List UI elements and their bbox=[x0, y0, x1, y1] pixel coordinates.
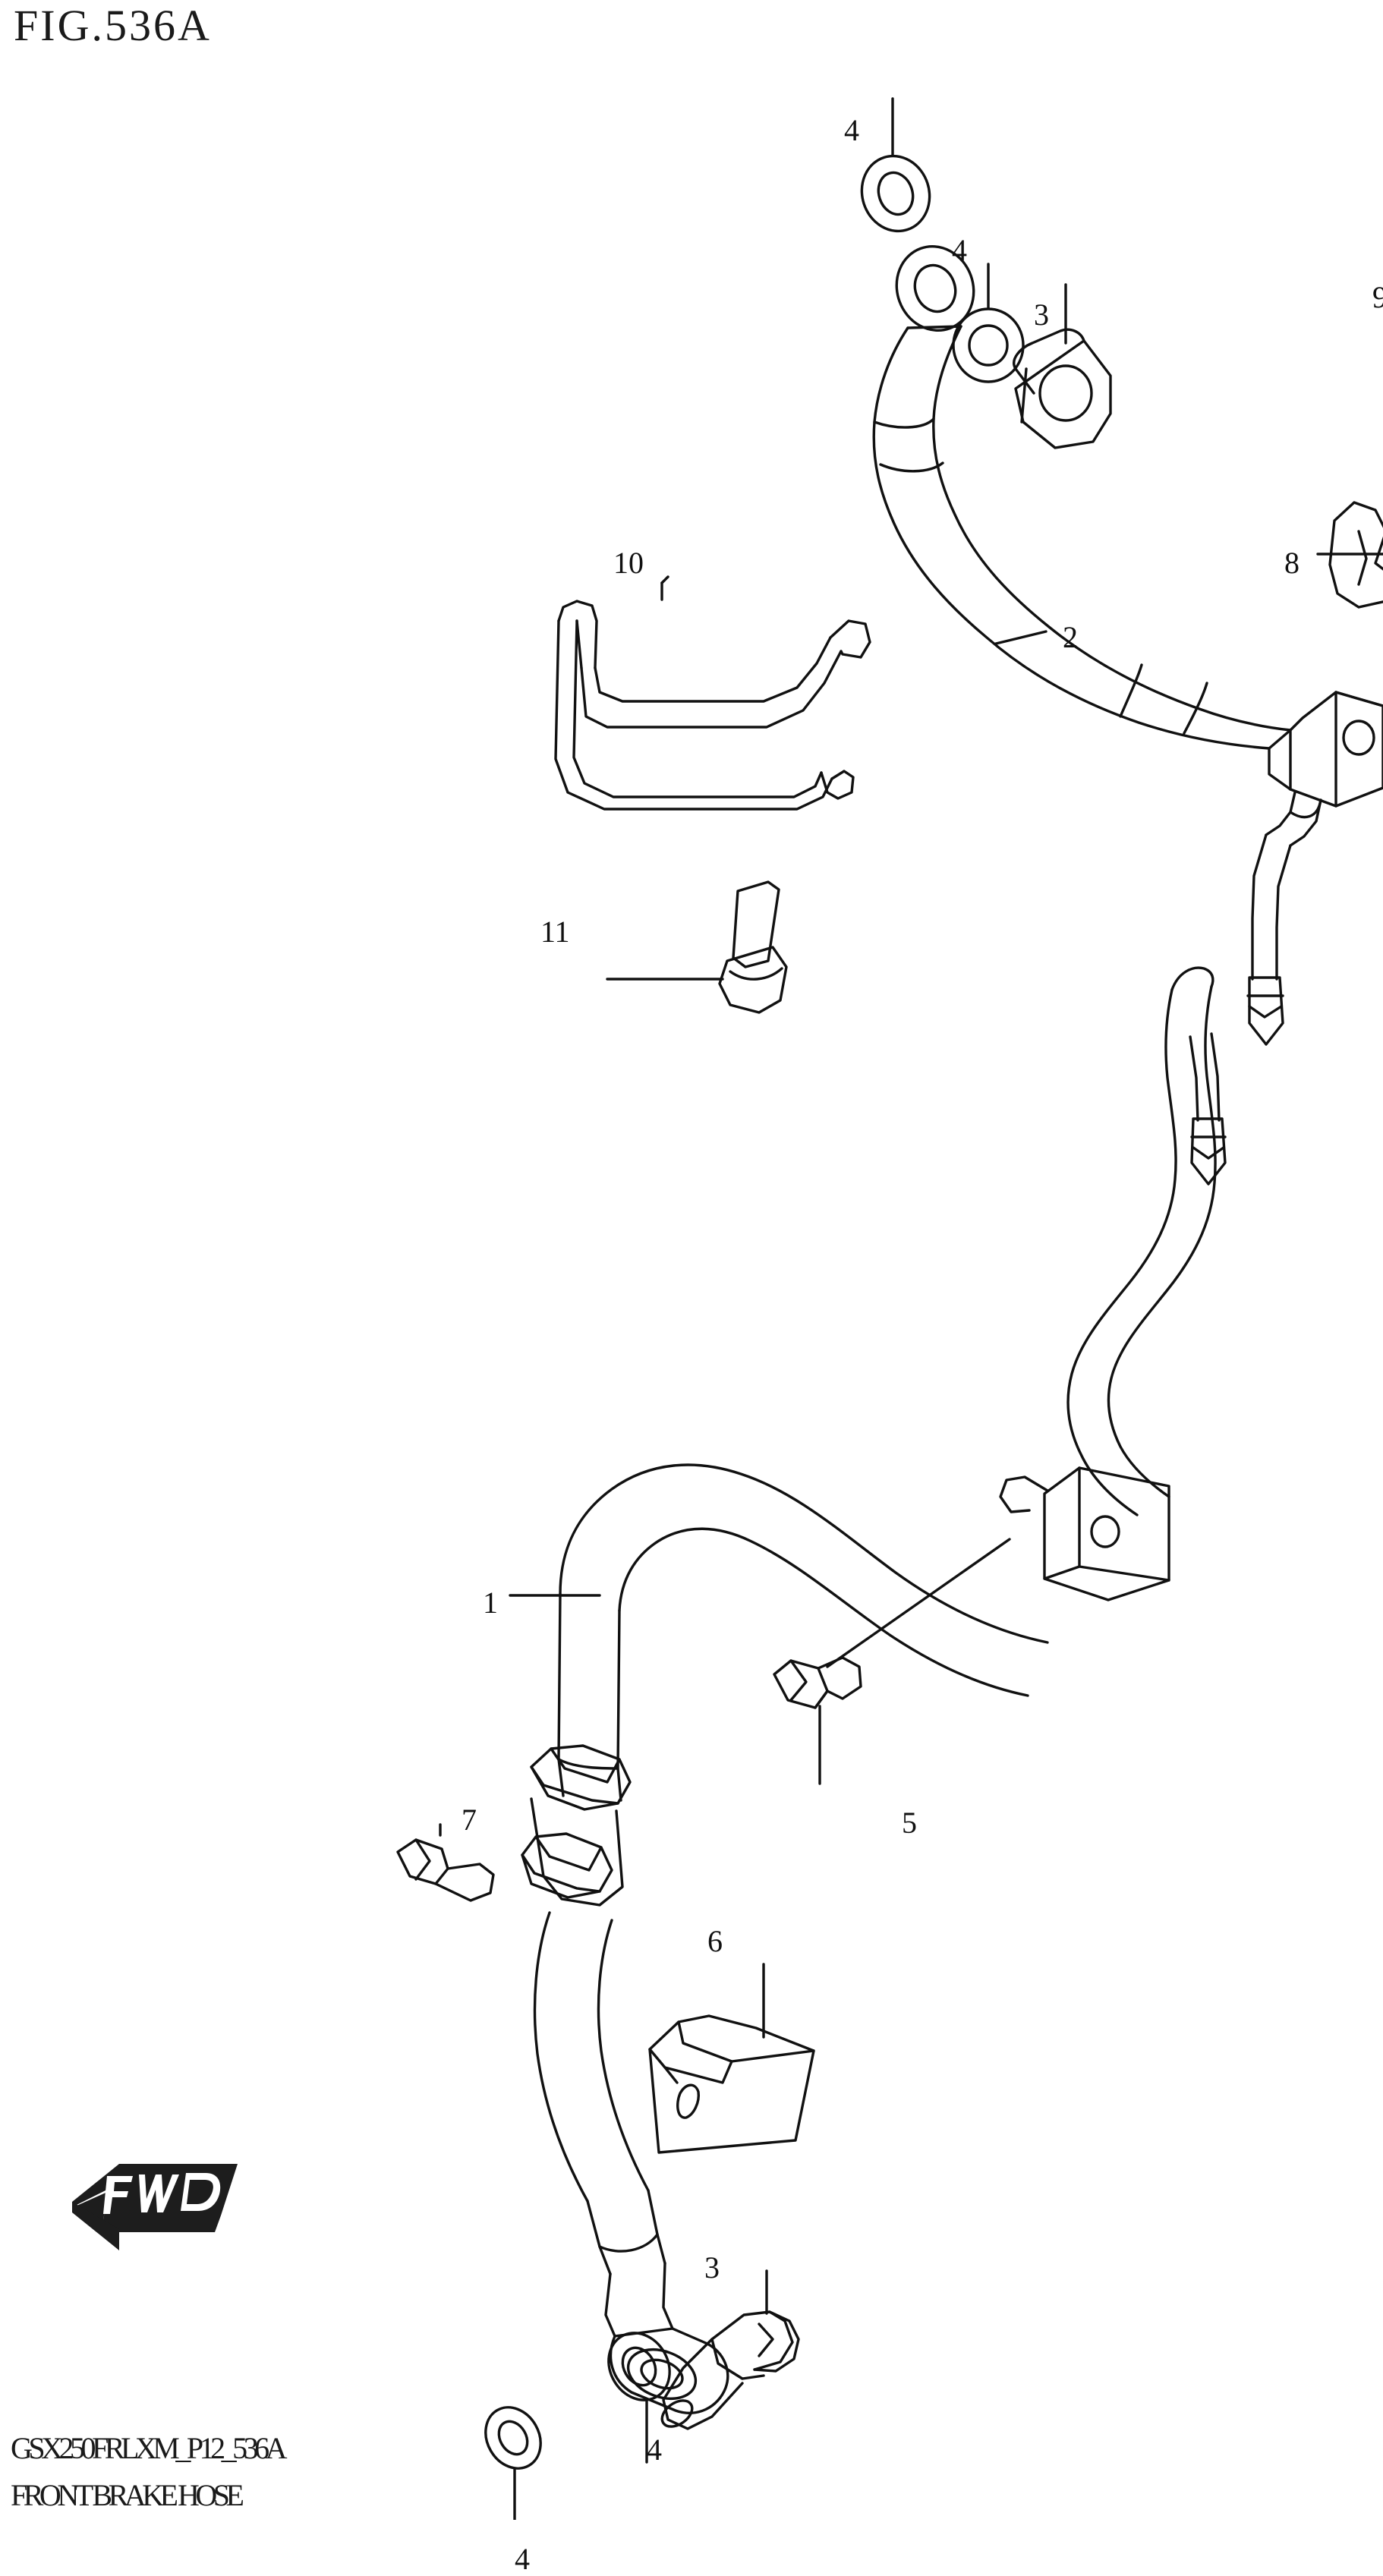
figure-footer: GSX250FRLXM_P12_536A FRONT BRAKE HOSE bbox=[11, 2425, 588, 2519]
callout-11: 11 bbox=[540, 915, 570, 949]
callout-7: 7 bbox=[462, 1803, 477, 1837]
hose-clamp-cover-icon bbox=[648, 2014, 815, 2154]
washer-upper-mid-icon bbox=[952, 307, 1025, 383]
leader-10-b bbox=[660, 575, 669, 584]
hose-pipe-right-icon bbox=[1246, 791, 1322, 1046]
callout-3-upper: 3 bbox=[1034, 298, 1049, 332]
bolt-5-icon bbox=[773, 1538, 1011, 1709]
union-bolt-lower-icon bbox=[660, 2310, 800, 2430]
leader-2 bbox=[994, 630, 1047, 645]
callout-6: 6 bbox=[707, 1924, 723, 1958]
brake-hose-lower-icon bbox=[533, 1463, 1049, 2414]
parts-diagram bbox=[396, 97, 1383, 2520]
callout-8: 8 bbox=[1284, 546, 1300, 580]
washer-top-icon bbox=[860, 154, 931, 233]
callout-4-upper-mid: 4 bbox=[952, 233, 967, 267]
callout-2: 2 bbox=[1063, 620, 1078, 654]
footer-code: GSX250FRLXM_P12_536A bbox=[11, 2431, 287, 2465]
hose-upper-banjo-eye bbox=[895, 244, 975, 332]
union-bolt-upper-icon bbox=[1013, 328, 1112, 449]
brake-hose-upper-icon bbox=[872, 325, 1292, 750]
callout-4-lower-mid: 4 bbox=[647, 2433, 662, 2467]
brake-hose-middle-icon bbox=[1066, 966, 1217, 1516]
callout-9-left: 9 bbox=[1372, 280, 1383, 314]
callout-5: 5 bbox=[902, 1806, 917, 1840]
hose-clamp-icon bbox=[521, 1744, 632, 1907]
bolt-11-icon bbox=[718, 880, 788, 1014]
callout-4-top: 4 bbox=[844, 113, 859, 147]
junction-block-lower-icon bbox=[999, 1466, 1170, 1601]
callout-1: 1 bbox=[483, 1586, 498, 1620]
figure-title: FIG.536A bbox=[14, 1, 212, 50]
callout-4-bottom: 4 bbox=[515, 2542, 530, 2576]
washer-bottom-icon bbox=[484, 2406, 542, 2470]
footer-name: FRONT BRAKE HOSE bbox=[11, 2478, 244, 2512]
callout-3-lower: 3 bbox=[704, 2250, 720, 2285]
hose-guide-icon bbox=[554, 600, 871, 811]
hose-guide-bracket-icon bbox=[1328, 501, 1383, 609]
hose-pipe-mid-icon bbox=[1189, 1032, 1227, 1186]
junction-block-upper-icon bbox=[1268, 691, 1383, 808]
washer-lower-mid-icon bbox=[607, 2332, 671, 2401]
bolt-7-icon bbox=[396, 1838, 495, 1902]
fwd-direction-arrow bbox=[72, 2159, 247, 2273]
callout-10: 10 bbox=[613, 546, 644, 580]
